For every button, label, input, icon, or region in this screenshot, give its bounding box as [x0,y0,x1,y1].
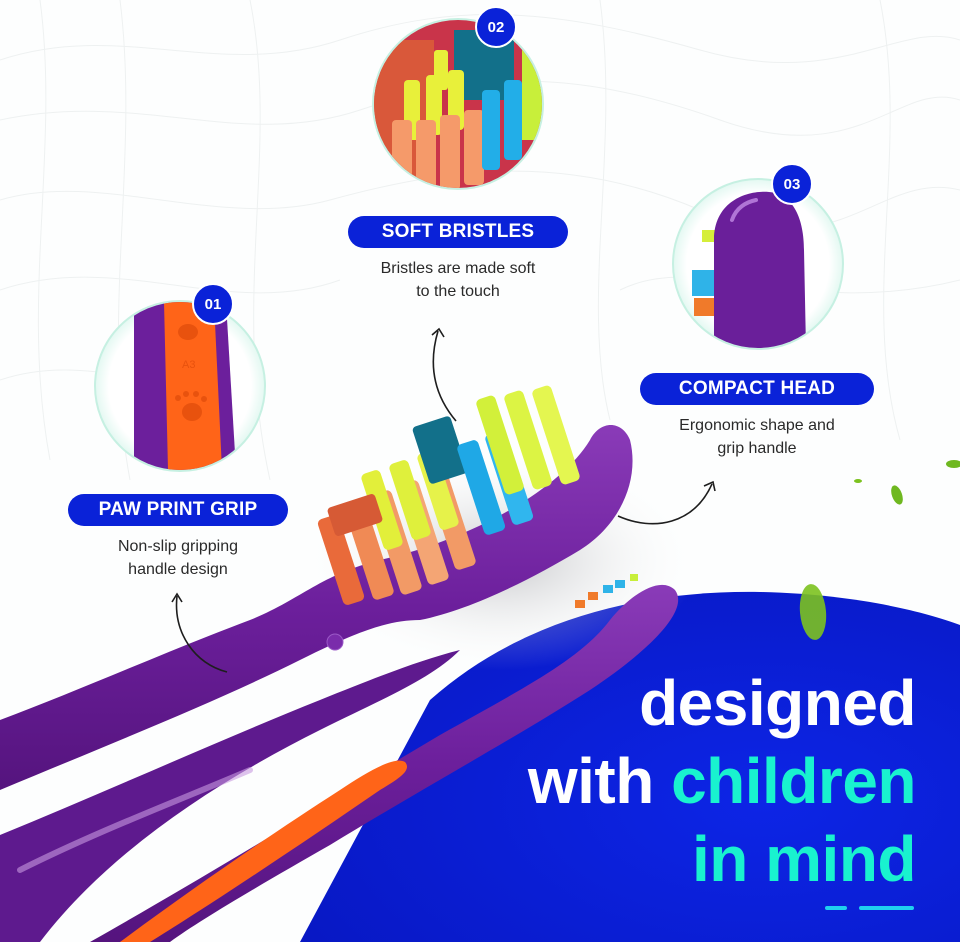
feature-02-description: Bristles are made soft to the touch [338,257,578,303]
arrow-icon-feature-02 [431,327,457,422]
paw-grip-closeup: A3 [134,302,236,470]
feature-03-description-line1: Ergonomic shape and [679,417,835,434]
feature-03-number-badge: 03 [771,163,813,205]
second-toothbrush [90,574,679,942]
feature-01-title-pill: PAW PRINT GRIP [68,494,288,526]
decorative-dash-long [859,906,914,910]
headline-line3: in mind [528,820,917,898]
headline: designed with children in mind [527,664,917,898]
headline-children: children [671,745,916,817]
headline-in-mind: in mind [691,823,917,895]
feature-01-description: Non-slip gripping handle design [68,535,288,581]
arrow-icon-feature-03 [617,480,716,525]
feature-02-image-circle [372,18,544,190]
feature-03-description: Ergonomic shape and grip handle [640,414,874,460]
headline-with: with [527,745,654,817]
svg-text:A3: A3 [182,359,195,371]
feature-02-number-badge: 02 [475,6,517,48]
arrow-icon-feature-01 [171,592,228,673]
bristles-closeup [374,20,542,188]
feature-02-title-pill: SOFT BRISTLES [348,216,568,248]
feature-03-image-circle [672,178,844,350]
feature-03-title-pill: COMPACT HEAD [640,373,874,405]
feature-02-description-line1: Bristles are made soft [380,260,536,277]
feature-01-number-badge: 01 [192,283,234,325]
feature-01-description-line1: Non-slip gripping [117,538,239,555]
leaf-icons [799,460,960,640]
main-toothbrush [0,385,633,942]
headline-line2: with children [527,742,917,820]
decorative-dash-short [825,906,847,910]
feature-01-image-circle: A3 [94,300,266,472]
feature-02-description-line2: to the touch [416,283,500,300]
headline-designed: designed [639,667,916,739]
compact-head-closeup [692,191,806,348]
feature-03-description-line2: grip handle [717,440,797,457]
bristles [317,385,580,605]
headline-line1: designed [528,664,916,742]
feature-01-description-line2: handle design [128,561,228,578]
